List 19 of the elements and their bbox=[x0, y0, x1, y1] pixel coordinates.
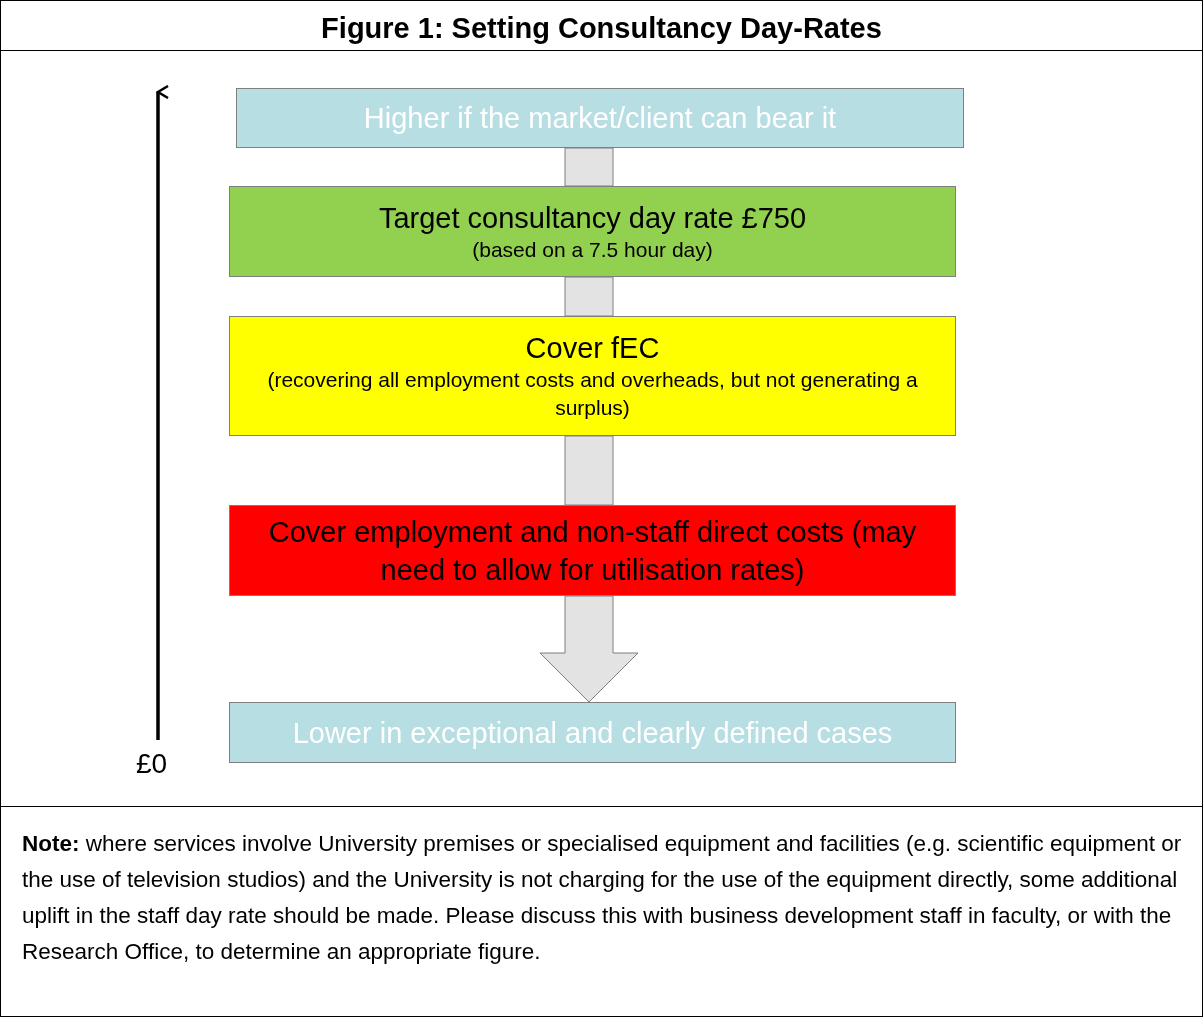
arrow-shaft bbox=[564, 435, 614, 506]
box-heading: Cover fEC bbox=[525, 331, 660, 366]
box-heading: Cover employment and non-staff direct costs (may need to allow for utilisation rates) bbox=[267, 514, 918, 588]
arrow-shaft bbox=[564, 276, 614, 317]
box-subtext: (based on a 7.5 hour day) bbox=[472, 236, 713, 263]
block-arrow bbox=[539, 595, 639, 703]
level-box bbox=[229, 702, 956, 763]
figure-title: Figure 1: Setting Consultancy Day-Rates bbox=[321, 11, 882, 46]
arrow-shaft bbox=[564, 147, 614, 187]
box-heading: Target consultancy day rate £750 bbox=[378, 200, 807, 236]
box-subtext: (recovering all employment costs and overheads, but not generating a surplus) bbox=[266, 367, 919, 421]
level-box bbox=[229, 186, 956, 277]
box-heading: Lower in exceptional and clearly defined cases bbox=[292, 715, 893, 751]
axis-label: £0 bbox=[136, 750, 168, 778]
note-text: Note: where services involve University premises or specialised equipment and facilities (e.g. scientific equipment or the use of television studios) and the University is not charging for the use of the equipment directly, some additional uplift in the staff day rate should be made. Please discuss this with business development staff in faculty, or with the Research Office, to determine an appropriate figure. bbox=[22, 830, 1183, 966]
level-box bbox=[229, 316, 956, 436]
level-box bbox=[229, 505, 956, 596]
box-heading: Higher if the market/client can bear it bbox=[363, 101, 837, 136]
level-box bbox=[236, 88, 964, 148]
